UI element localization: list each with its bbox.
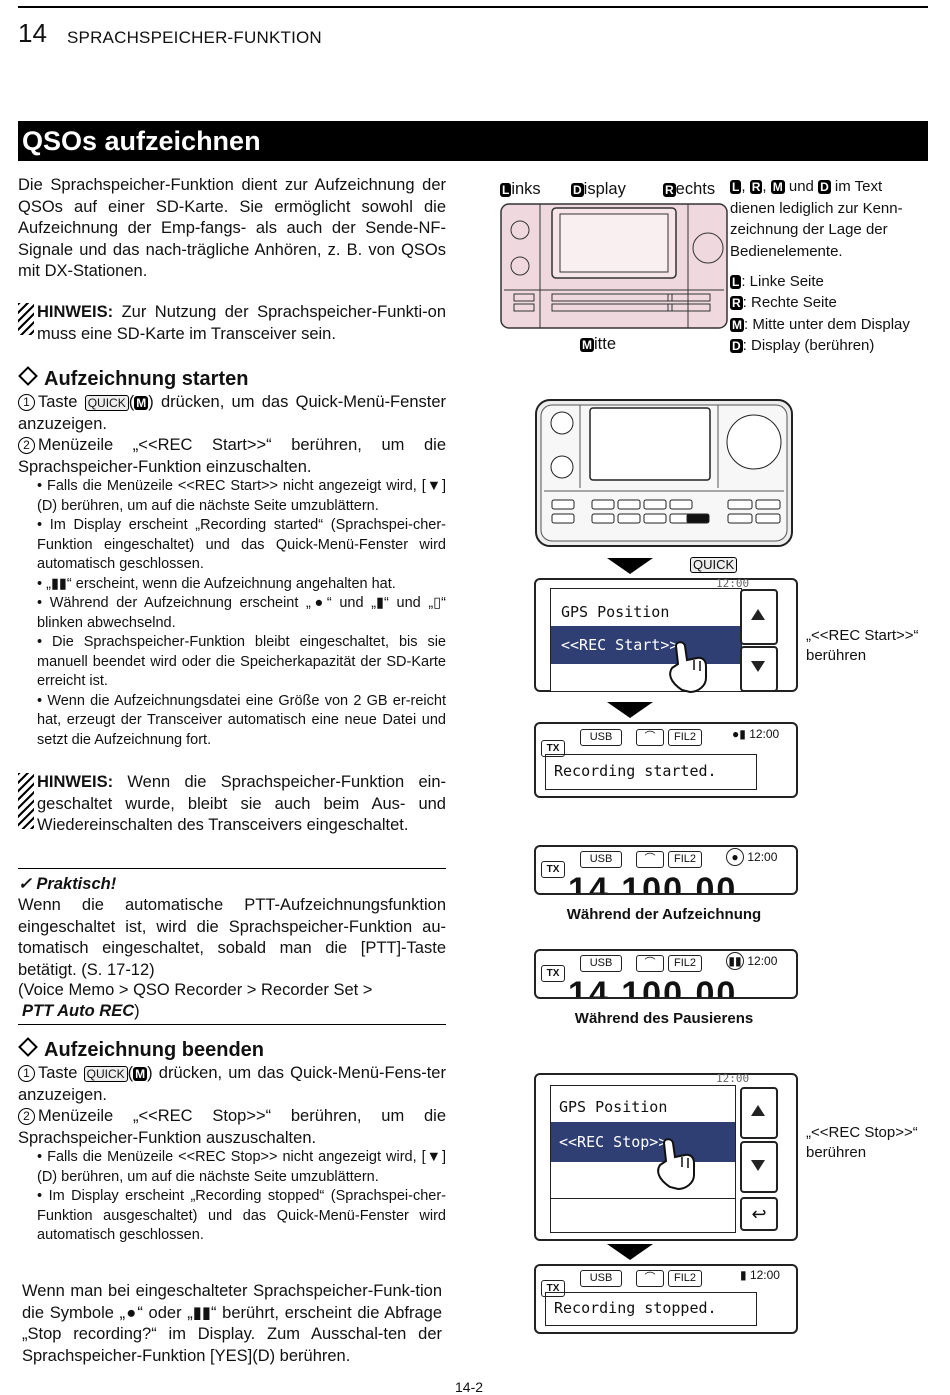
screen-recording-started: TX USB ⌒ FIL2 ●▮ 12:00 Recording started… <box>534 722 798 798</box>
page-title: QSOs aufzeichnen <box>22 126 261 156</box>
note-label: HINWEIS: <box>37 303 114 321</box>
note-1: HINWEIS: Zur Nutzung der Sprachspeicher-… <box>37 302 446 345</box>
radio-front-illustration <box>535 399 793 547</box>
screen-while-recording: TX USB ⌒ FIL2 ● 12:00 14.100.00 <box>534 845 798 895</box>
note-2: HINWEIS: Wenn die Sprachspeicher-Funktio… <box>37 773 446 834</box>
bullet-item: • Die Sprachspeicher-Funktion bleibt ein… <box>37 634 447 689</box>
callout-rec-start: „<<REC Start>>“ berühren <box>806 627 919 664</box>
tip-text: Wenn die automatische PTT-Aufzeichnungsf… <box>18 896 446 979</box>
header-rule <box>18 6 928 8</box>
arrow-down-icon <box>607 1244 653 1260</box>
menu-item-gps-position[interactable]: GPS Position <box>559 1098 668 1116</box>
note-text: Zur Nutzung der Sprachspeicher-Funkti-on… <box>37 303 446 343</box>
bullet-item: • Falls die Menüzeile <<REC Start>> nich… <box>37 478 446 514</box>
start-bullets: • Falls die Menüzeile <<REC Start>> nich… <box>37 477 446 750</box>
callout-rec-stop: „<<REC Stop>>“ berühren <box>806 1124 918 1161</box>
quick-key-icon: QUICK <box>84 395 129 411</box>
triangle-down-icon <box>751 661 765 672</box>
tip-path: (Voice Memo > QSO Recorder > Recorder Se… <box>18 981 373 999</box>
menu-item-rec-start[interactable]: <<REC Start>> <box>551 626 741 664</box>
message-box: Recording started. <box>545 754 757 790</box>
screen-paused: TX USB ⌒ FIL2 ▮▮ 12:00 14.100.00 <box>534 949 798 999</box>
heading-start: Aufzeichnung starten <box>18 366 248 391</box>
quick-menu-screen-1: 12:00 GPS Position <<REC Start>> <box>534 577 798 694</box>
quick-key-icon: QUICK <box>690 557 738 573</box>
pause-icon: ▮▮ <box>726 952 744 970</box>
bullet-item: • „▮▮“ erscheint, wenn die Aufzeichnung … <box>37 575 396 592</box>
tip-path-end: PTT Auto REC) <box>22 1002 140 1020</box>
legend-item: D: Display (berühren) <box>730 336 875 354</box>
triangle-up-icon <box>751 609 765 620</box>
title-banner: QSOs aufzeichnen <box>18 121 928 161</box>
hand-pointer-icon <box>657 1138 695 1191</box>
menu-list: GPS Position <<REC Start>> <box>550 588 742 692</box>
return-arrow-icon: ↩ <box>751 1204 767 1224</box>
bullet-item: • Falls die Menüzeile <<REC Stop>> nicht… <box>37 1149 447 1185</box>
page-footer: 14-2 <box>455 1379 484 1395</box>
tip-rule-bottom <box>18 1024 446 1025</box>
tip-rule-top <box>18 868 446 869</box>
diamond-icon <box>18 1037 38 1057</box>
screen-recording-stopped: TX USB ⌒ FIL2 ▮ 12:00 Recording stopped. <box>534 1264 798 1334</box>
legend-item: L: Linke Seite <box>730 273 824 290</box>
legend-list: L: Linke Seite R: Rechte Seite M: Mitte … <box>730 271 935 356</box>
hand-pointer-icon <box>669 641 707 694</box>
diamond-icon <box>18 366 38 386</box>
radio-legend-illustration <box>500 203 728 329</box>
bullet-item: • Im Display erscheint „Recording starte… <box>37 517 446 572</box>
caption-paused: Während des Pausierens <box>574 1010 754 1027</box>
heading-stop: Aufzeichnung beenden <box>18 1037 264 1062</box>
quick-key-icon: QUICK <box>83 1066 128 1082</box>
note-hatch-icon <box>18 303 34 335</box>
legend-item: M: Mitte unter dem Display <box>730 315 910 333</box>
scroll-down-button[interactable] <box>740 1141 778 1193</box>
menu-item-rec-stop[interactable]: <<REC Stop>> <box>551 1122 735 1162</box>
scroll-down-button[interactable] <box>740 646 778 692</box>
tip-title: ✓ Praktisch! <box>18 875 117 893</box>
bullet-item: • Wenn die Aufzeichnungsdatei eine Größe… <box>37 692 446 748</box>
stop-bullets: • Falls die Menüzeile <<REC Stop>> nicht… <box>37 1148 446 1246</box>
message-box: Recording stopped. <box>545 1292 757 1326</box>
menu-item-gps-position[interactable]: GPS Position <box>561 603 670 621</box>
scroll-up-button[interactable] <box>740 589 778 645</box>
legend-item: R: Rechte Seite <box>730 294 837 312</box>
section-title: SPRACHSPEICHER-FUNKTION <box>67 28 322 47</box>
bullet-item: • Während der Aufzeichnung erscheint „●“… <box>37 595 446 631</box>
page-number: 14 <box>18 18 47 48</box>
arrow-down-icon <box>607 702 653 718</box>
scroll-up-button[interactable] <box>740 1087 778 1139</box>
note-hatch-icon <box>18 773 34 829</box>
final-paragraph: Wenn man bei eingeschalteter Sprachspeic… <box>22 1282 442 1365</box>
menu-list: GPS Position <<REC Stop>> <box>550 1085 736 1233</box>
bullet-item: • Im Display erscheint „Recording stoppe… <box>37 1188 447 1243</box>
caption-recording: Während der Aufzeichnung <box>566 906 762 923</box>
arrow-down-icon <box>607 558 653 574</box>
return-button[interactable]: ↩ <box>740 1197 778 1231</box>
quick-menu-screen-2: 12:00 GPS Position <<REC Stop>> ↩ <box>534 1072 798 1241</box>
intro-paragraph: Die Sprachspeicher-Funktion dient zur Au… <box>18 176 446 280</box>
record-icon: ● <box>726 848 744 866</box>
legend-description: L, R, M und D im Text dienen lediglich z… <box>730 178 903 260</box>
